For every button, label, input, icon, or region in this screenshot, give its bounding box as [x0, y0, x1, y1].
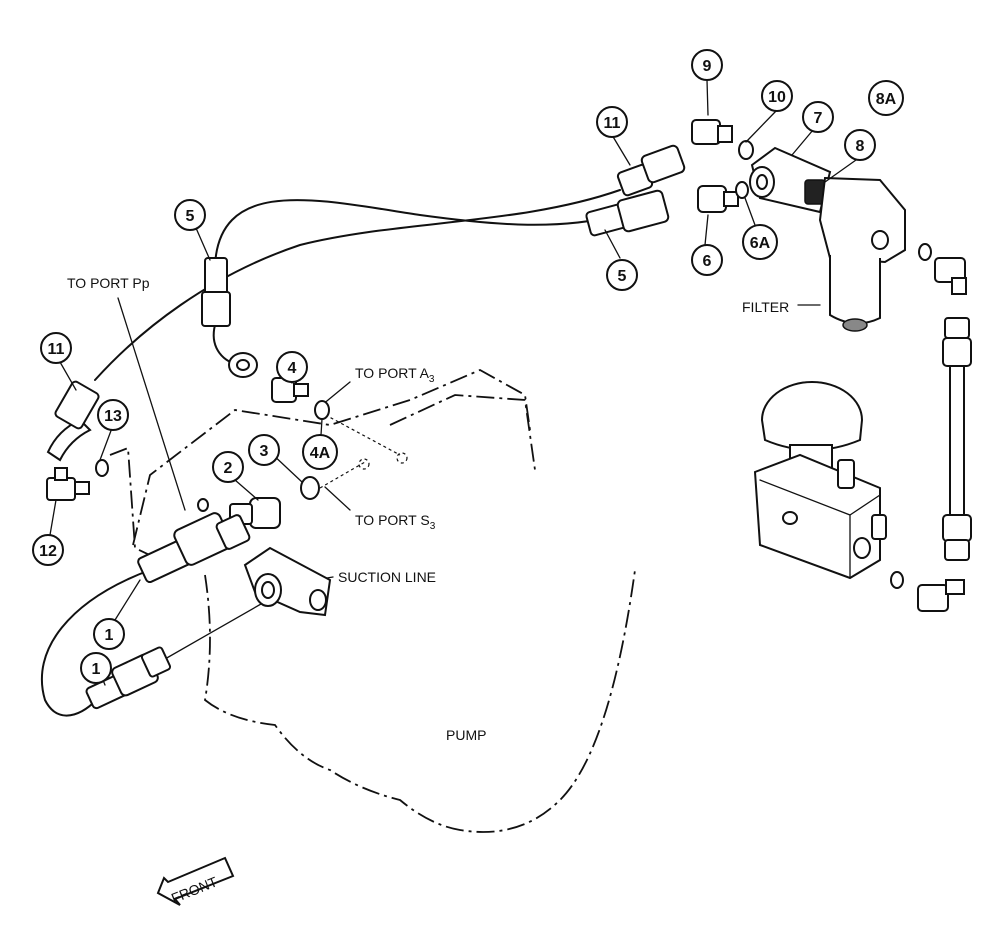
svg-text:1: 1 [105, 627, 114, 644]
elbow-fitting-right-bottom [917, 579, 965, 612]
o-ring-3 [300, 476, 320, 500]
leader-port-s3 [324, 486, 351, 511]
svg-text:3: 3 [260, 443, 269, 460]
callout-1a: 1 [93, 618, 125, 650]
callout-6a: 6A [742, 224, 778, 260]
leader-port-pp [117, 297, 186, 511]
hose-end-11-left [46, 380, 100, 462]
label-pump: PUMP [446, 727, 486, 743]
o-ring-13 [95, 459, 109, 477]
callout-2: 2 [212, 451, 244, 483]
svg-text:4A: 4A [310, 445, 331, 462]
elbow-fitting-right-top [934, 257, 967, 295]
suction-tee [243, 546, 332, 617]
callout-5-left: 5 [174, 199, 206, 231]
front-arrow [156, 856, 235, 906]
svg-text:13: 13 [104, 408, 122, 425]
svg-text:11: 11 [604, 115, 621, 132]
label-to-port-a3: TO PORT A3 [355, 365, 435, 385]
callout-8a: 8A [868, 80, 904, 116]
svg-text:9: 9 [703, 58, 712, 75]
filter-head-8 [804, 176, 906, 264]
callout-11-left: 11 [40, 332, 72, 364]
hose-end-5-right [585, 189, 670, 237]
callout-7: 7 [802, 101, 834, 133]
svg-text:11: 11 [48, 341, 65, 358]
callout-5-right: 5 [606, 259, 638, 291]
o-ring-right [918, 243, 932, 261]
elbow-fitting-9 [691, 119, 733, 145]
svg-text:5: 5 [186, 208, 195, 225]
hidden-fitting-2 [358, 458, 370, 470]
svg-text:2: 2 [224, 460, 233, 477]
label-to-port-s3: TO PORT S3 [355, 512, 436, 532]
svg-text:12: 12 [39, 543, 57, 560]
leader-port-a3 [321, 381, 351, 406]
svg-text:7: 7 [814, 110, 823, 127]
o-ring-6a [735, 181, 749, 199]
svg-text:10: 10 [768, 89, 786, 106]
o-ring-4a [314, 400, 330, 420]
label-to-port-pp: TO PORT Pp [67, 275, 150, 291]
callout-3: 3 [248, 434, 280, 466]
elbow-fitting-12 [46, 467, 90, 501]
hose-5-upper [214, 199, 621, 266]
callout-4: 4 [276, 351, 308, 383]
vertical-hose-right [942, 317, 972, 561]
leader-suction-to-1 [157, 599, 269, 664]
adapter-6 [697, 185, 739, 213]
filter-canister [829, 255, 881, 332]
o-ring-small [197, 498, 209, 512]
o-ring-right-bottom [890, 571, 904, 589]
svg-text:1: 1 [92, 661, 101, 678]
callout-9: 9 [691, 49, 723, 81]
pump-body-outline [132, 368, 531, 546]
callout-11-right: 11 [596, 106, 628, 138]
hidden-port-s3 [319, 461, 366, 489]
svg-text:8A: 8A [876, 91, 897, 108]
hose-11-upper [94, 189, 621, 381]
hidden-fitting [396, 452, 408, 464]
hose-end-1-upper [137, 512, 251, 584]
callout-1-upper: 1 [80, 652, 112, 684]
label-suction-line: SUCTION LINE [338, 569, 436, 585]
svg-text:6: 6 [703, 253, 712, 270]
hose-end-5-left [201, 257, 258, 378]
callout-13: 13 [97, 399, 129, 431]
hose-end-1-lower [85, 646, 172, 710]
callout-4a: 4A [302, 434, 338, 470]
svg-text:8: 8 [856, 138, 865, 155]
callout-6: 6 [691, 244, 723, 276]
hose-end-11-right [616, 144, 686, 197]
hose-1-loop [40, 569, 151, 717]
callout-8: 8 [844, 129, 876, 161]
svg-text:5: 5 [618, 268, 627, 285]
callout-12: 12 [32, 534, 64, 566]
svg-text:4: 4 [288, 360, 297, 377]
label-filter: FILTER [742, 299, 789, 315]
pump-outline [204, 569, 636, 833]
svg-text:6A: 6A [750, 235, 771, 252]
valve-block [753, 453, 887, 580]
callout-10: 10 [761, 80, 793, 112]
o-ring-10 [738, 140, 754, 160]
